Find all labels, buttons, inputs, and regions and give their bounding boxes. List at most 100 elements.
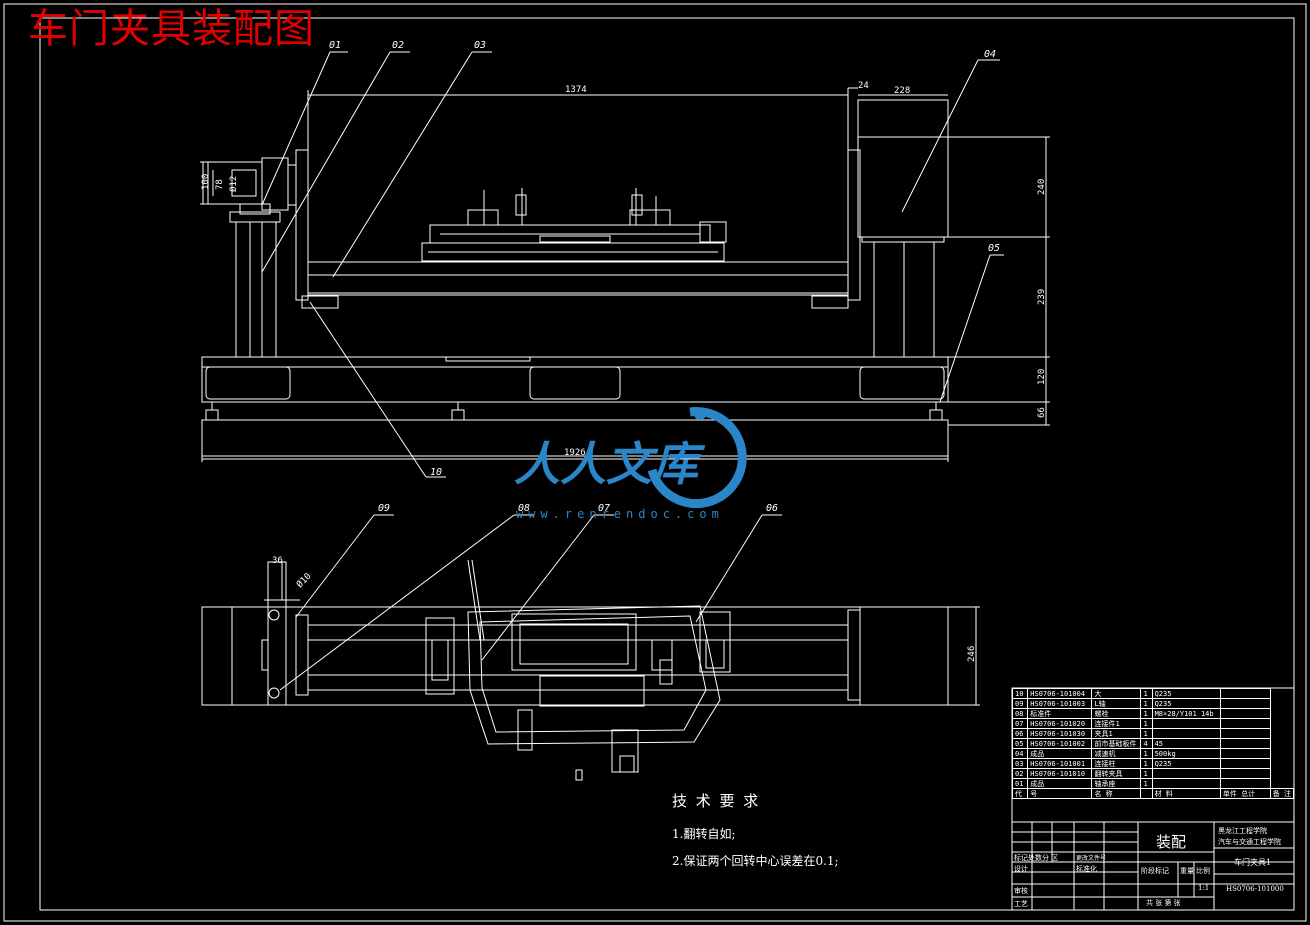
bom-header-no: 代 [1011,788,1029,799]
dim-plan-b: Ø10 [294,571,313,590]
bom-cell-no: 08 [1011,708,1029,719]
bom-cell-qty: 1 [1140,748,1153,759]
bom-header-row: 代号名 称材 料单件 总计备 注 [1011,788,1295,799]
bom-cell-qty: 1 [1140,768,1153,779]
dim-leg-height: 239 [1037,289,1047,305]
dimension-texts: 1374 24 228 100 78 Ø12 240 239 120 66 19… [201,81,1047,662]
bom-cell-code: HS0706-101030 [1027,728,1093,739]
dim-left-inner: 78 [215,179,225,190]
label-08: 08 [518,503,530,514]
bom-cell-code: HS0706-101020 [1027,718,1093,729]
bom-cell-no: 05 [1011,738,1029,749]
tb-standard: 标准化 [1076,865,1097,873]
bom-header-qty [1140,788,1153,799]
bom-cell-name: 前市基础板件 [1091,738,1142,749]
leader-lines [261,51,1004,691]
dim-small-gap: 24 [858,81,869,91]
tb-drawing-no: HS0706-101000 [1226,885,1284,893]
bom-cell-qty: 4 [1140,738,1153,749]
tech-item-2: 2.保证两个回转中心误差在0.1; [672,854,839,868]
bom-header-weight: 单件 总计 [1219,788,1271,799]
bom-cell-material: 500kg [1151,748,1221,759]
label-04: 04 [984,49,996,60]
dim-plan-a: 36 [272,556,283,566]
front-view [200,87,1050,462]
dim-box-width: 228 [894,86,910,96]
part-labels: 01 02 03 04 05 06 07 08 09 10 [329,40,1000,514]
bom-cell-code: 成品 [1027,748,1093,759]
bom-cell-material [1151,778,1221,789]
bom-cell-material [1151,718,1221,729]
dim-left-outer: 100 [201,174,211,190]
outer-border [3,3,1307,922]
tb-school: 黑龙江工程学院 [1218,827,1267,835]
dim-plan-width: 246 [967,646,977,662]
label-02: 02 [392,40,404,51]
tb-scale-label: 比例 [1196,867,1210,875]
bom-header-note: 备 注 [1269,788,1295,799]
tb-mark: 标记处数分 区 [1014,854,1059,862]
label-01: 01 [329,40,341,51]
watermark-logo-icon [647,407,747,509]
bom-cell-no: 10 [1011,688,1029,699]
bom-cell-no: 01 [1011,778,1029,789]
bom-cell-name: 连接件1 [1091,718,1142,729]
bom-cell-note [1219,718,1271,729]
bom-cell-code: HS0706-101004 [1027,688,1093,699]
plan-view [201,559,980,781]
tb-review: 审核 [1014,887,1028,895]
bom-cell-no: 02 [1011,768,1029,779]
bom-cell-code: HS0706-101003 [1027,698,1093,709]
bom-cell-code: 成品 [1027,778,1093,789]
bom-cell-material: 45 [1151,738,1221,749]
tb-assembly: 装配 [1156,833,1187,851]
bom-cell-material: Q235 [1151,688,1221,699]
label-03: 03 [474,40,486,51]
bom-cell-code: HS0706-101010 [1027,768,1093,779]
door-fixture-plan [425,559,731,781]
tb-process: 工艺 [1014,900,1028,908]
bom-cell-name: 大 [1091,688,1142,699]
dim-overall-base: 1926 [564,448,586,458]
bom-cell-code: HS0706-101001 [1027,758,1093,769]
bom-cell-material [1151,768,1221,779]
bom-cell-material: Q235 [1151,758,1221,769]
dim-circle: Ø12 [228,176,239,192]
bom-cell-material: M8×28/Y101 14b [1151,708,1221,719]
tech-heading: 技 术 要 求 [672,792,761,810]
bom-cell-qty: 1 [1140,718,1153,729]
bom-cell-no: 04 [1011,748,1029,759]
label-06: 06 [766,503,778,514]
bom-cell-material: Q235 [1151,698,1221,709]
bom-cell-name: 轴承座 [1091,778,1142,789]
bom-cell-qty: 1 [1140,698,1153,709]
tech-item-1: 1.翻转自如; [672,827,736,841]
bom-header-material: 材 料 [1151,788,1221,799]
bom-cell-qty: 1 [1140,688,1153,699]
dim-overall-top: 1374 [565,85,587,95]
bom-cell-no: 09 [1011,698,1029,709]
dim-foot-height: 66 [1037,407,1047,418]
bom-cell-name: 翻转夹具 [1091,768,1142,779]
bom-cell-note [1219,698,1271,709]
bom-cell-name: 减速机 [1091,748,1142,759]
bom-cell-note [1219,748,1271,759]
bom-cell-qty: 1 [1140,778,1153,789]
watermark-url: www.renrendoc.com [516,507,724,521]
bom-cell-note [1219,758,1271,769]
label-10: 10 [430,467,442,478]
tb-scale: 1:1 [1198,884,1210,892]
bom-cell-note [1219,728,1271,739]
